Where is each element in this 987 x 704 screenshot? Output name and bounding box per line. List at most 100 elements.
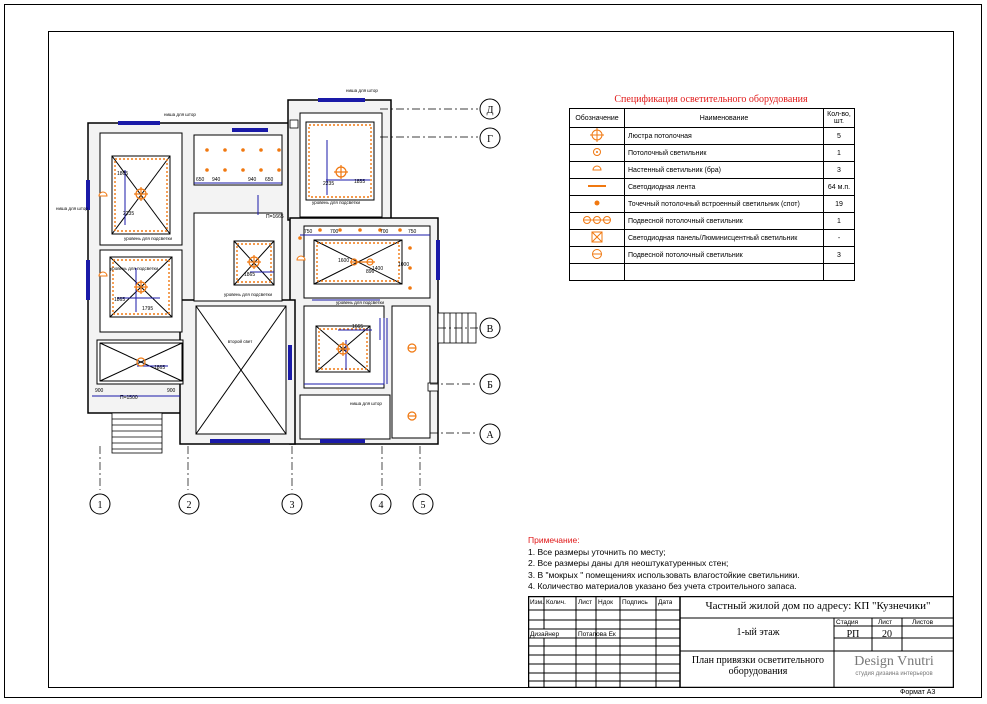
label-niche-left: ниша для штор xyxy=(56,206,88,211)
stamp-project: Частный жилой дом по адресу: КП "Кузнечи… xyxy=(705,600,931,612)
dim-5: 1855 xyxy=(354,179,365,185)
table-row: Подвесной потолочный светильник 1 xyxy=(569,212,855,230)
stamp-stage: РП xyxy=(846,629,860,640)
stamp-col-data: Дата xyxy=(658,599,673,606)
stamp-sheet-title: План привязки осветительного оборудовани… xyxy=(691,655,825,677)
label-hidden-light-2: уровень для подсветки xyxy=(110,266,159,271)
notes-title: Примечание: xyxy=(528,535,580,545)
spec-header-qty: Кол-во, шт. xyxy=(823,108,855,128)
pendant-ceiling-light-icon xyxy=(592,249,602,259)
chandelier-icon xyxy=(590,128,604,142)
label-niche-top-left: ниша для штор xyxy=(164,112,196,117)
dim-8: 1795 xyxy=(142,306,153,312)
dim-9: 1665 xyxy=(352,324,363,330)
led-strip-1 xyxy=(114,158,168,232)
room-right-2 xyxy=(303,305,385,389)
axis-label-d: Д xyxy=(487,105,494,116)
spec-qty: 1 xyxy=(823,144,855,162)
sheet-outer-frame xyxy=(4,4,982,698)
axis-marker-d xyxy=(479,98,501,120)
wall-sconce-icon xyxy=(592,165,602,171)
notes: Примечание: 1. Все размеры уточнить по м… xyxy=(528,535,800,593)
stamp-col-izm: Изм. xyxy=(530,599,544,606)
dim-7: 2235 xyxy=(323,181,334,187)
axis-label-2: 2 xyxy=(187,500,192,511)
led-strip-3 xyxy=(236,243,272,283)
dim-22: 700 xyxy=(330,229,339,235)
stamp-sheet-label: Лист xyxy=(878,619,893,626)
void-cross-2 xyxy=(195,305,287,435)
ceiling-box-4 xyxy=(233,240,275,286)
title-block: Изм. Колич. Лист Ндок Подпись Дата Дизай… xyxy=(528,596,954,688)
ceiling-box-7 xyxy=(315,325,371,373)
label-niche-top: ниша для штор xyxy=(346,88,378,93)
axis-marker-v xyxy=(479,317,501,339)
ceiling-box-5 xyxy=(305,121,375,201)
spec-name: Потолочный светильник xyxy=(624,144,824,162)
note-item: 3. В "мокрых " помещениях использовать в… xyxy=(528,569,800,580)
pendant-light-icon xyxy=(583,216,611,224)
studio-subtitle: студия дизайна интерьеров xyxy=(855,671,933,677)
spec-name: Подвесной потолочный светильник xyxy=(624,246,824,264)
led-strip-2 xyxy=(112,259,170,315)
axis-lines xyxy=(99,108,478,490)
label-hidden-light-4: уровень для подсветки xyxy=(312,200,361,205)
spec-qty: 19 xyxy=(823,195,855,213)
axis-marker-2 xyxy=(178,493,200,515)
room-corridor xyxy=(193,134,283,186)
spec-header-symbol: Обозначение xyxy=(569,108,625,128)
spec-qty: - xyxy=(823,229,855,247)
room-right-3 xyxy=(391,305,431,439)
axis-marker-a xyxy=(479,423,501,445)
stamp-stage-label: Стадия xyxy=(836,619,859,626)
axis-label-a: А xyxy=(486,430,494,441)
axis-label-b: Б xyxy=(487,380,493,391)
spec-name: Светодиодная панель/Люминисцентный свети… xyxy=(624,229,824,247)
table-row: Потолочный светильник 1 xyxy=(569,144,855,162)
axis-marker-3 xyxy=(281,493,303,515)
table-row: Подвесной потолочный светильник 3 xyxy=(569,246,855,264)
stamp-designer-role: Дизайнер xyxy=(530,631,560,638)
stamp-col-kolich: Колич. xyxy=(546,599,566,606)
led-strip-icon xyxy=(588,185,606,187)
label-hidden-light-5: уровень для подсветки xyxy=(336,300,385,305)
dim-19: 650 xyxy=(265,177,274,183)
table-row: Светодиодная панель/Люминисцентный свети… xyxy=(569,229,855,247)
table-row: Настенный светильник (бра) 3 xyxy=(569,161,855,179)
axis-label-1: 1 xyxy=(98,500,103,511)
spec-qty xyxy=(823,263,855,281)
spec-qty: 1 xyxy=(823,212,855,230)
spec-table: Обозначение Наименование Кол-во, шт. Люс… xyxy=(569,108,855,281)
spec-name: Точечный потолочный встроенный светильни… xyxy=(624,195,824,213)
led-strip-5 xyxy=(316,242,400,282)
dim-6: 2235 xyxy=(123,211,134,217)
spec-header-name: Наименование xyxy=(624,108,824,128)
spec-name xyxy=(624,263,824,281)
dim-1: 1865 xyxy=(117,171,128,177)
note-item: 1. Все размеры уточнить по месту; xyxy=(528,546,666,557)
led-panel-icon xyxy=(591,231,603,243)
axis-marker-b xyxy=(479,373,501,395)
dim-15: 900 xyxy=(167,388,176,394)
table-row: Светодиодная лента 64 м.п. xyxy=(569,178,855,196)
dim-18: 650 xyxy=(196,177,205,183)
led-strip-4 xyxy=(308,124,372,198)
stamp-sheet: 20 xyxy=(882,629,892,640)
ceiling-box-3 xyxy=(99,342,183,382)
dim-3: 1865 xyxy=(154,365,165,371)
axis-marker-4 xyxy=(370,493,392,515)
dim-13: 896 xyxy=(366,269,375,275)
spec-qty: 3 xyxy=(823,246,855,264)
spec-title: Спецификация осветительного оборудования xyxy=(614,94,808,105)
axis-label-v: В xyxy=(487,324,494,335)
spec-qty: 64 м.п. xyxy=(823,178,855,196)
room-right-4 xyxy=(299,394,391,440)
studio-logo: Design Vnutri xyxy=(854,654,934,669)
room-hall xyxy=(193,212,283,302)
table-row: Точечный потолочный встроенный светильни… xyxy=(569,195,855,213)
spec-header-row: Обозначение Наименование Кол-во, шт. xyxy=(569,108,855,128)
spec-qty: 5 xyxy=(823,127,855,145)
spec-name: Люстра потолочная xyxy=(624,127,824,145)
spec-name: Светодиодная лента xyxy=(624,178,824,196)
